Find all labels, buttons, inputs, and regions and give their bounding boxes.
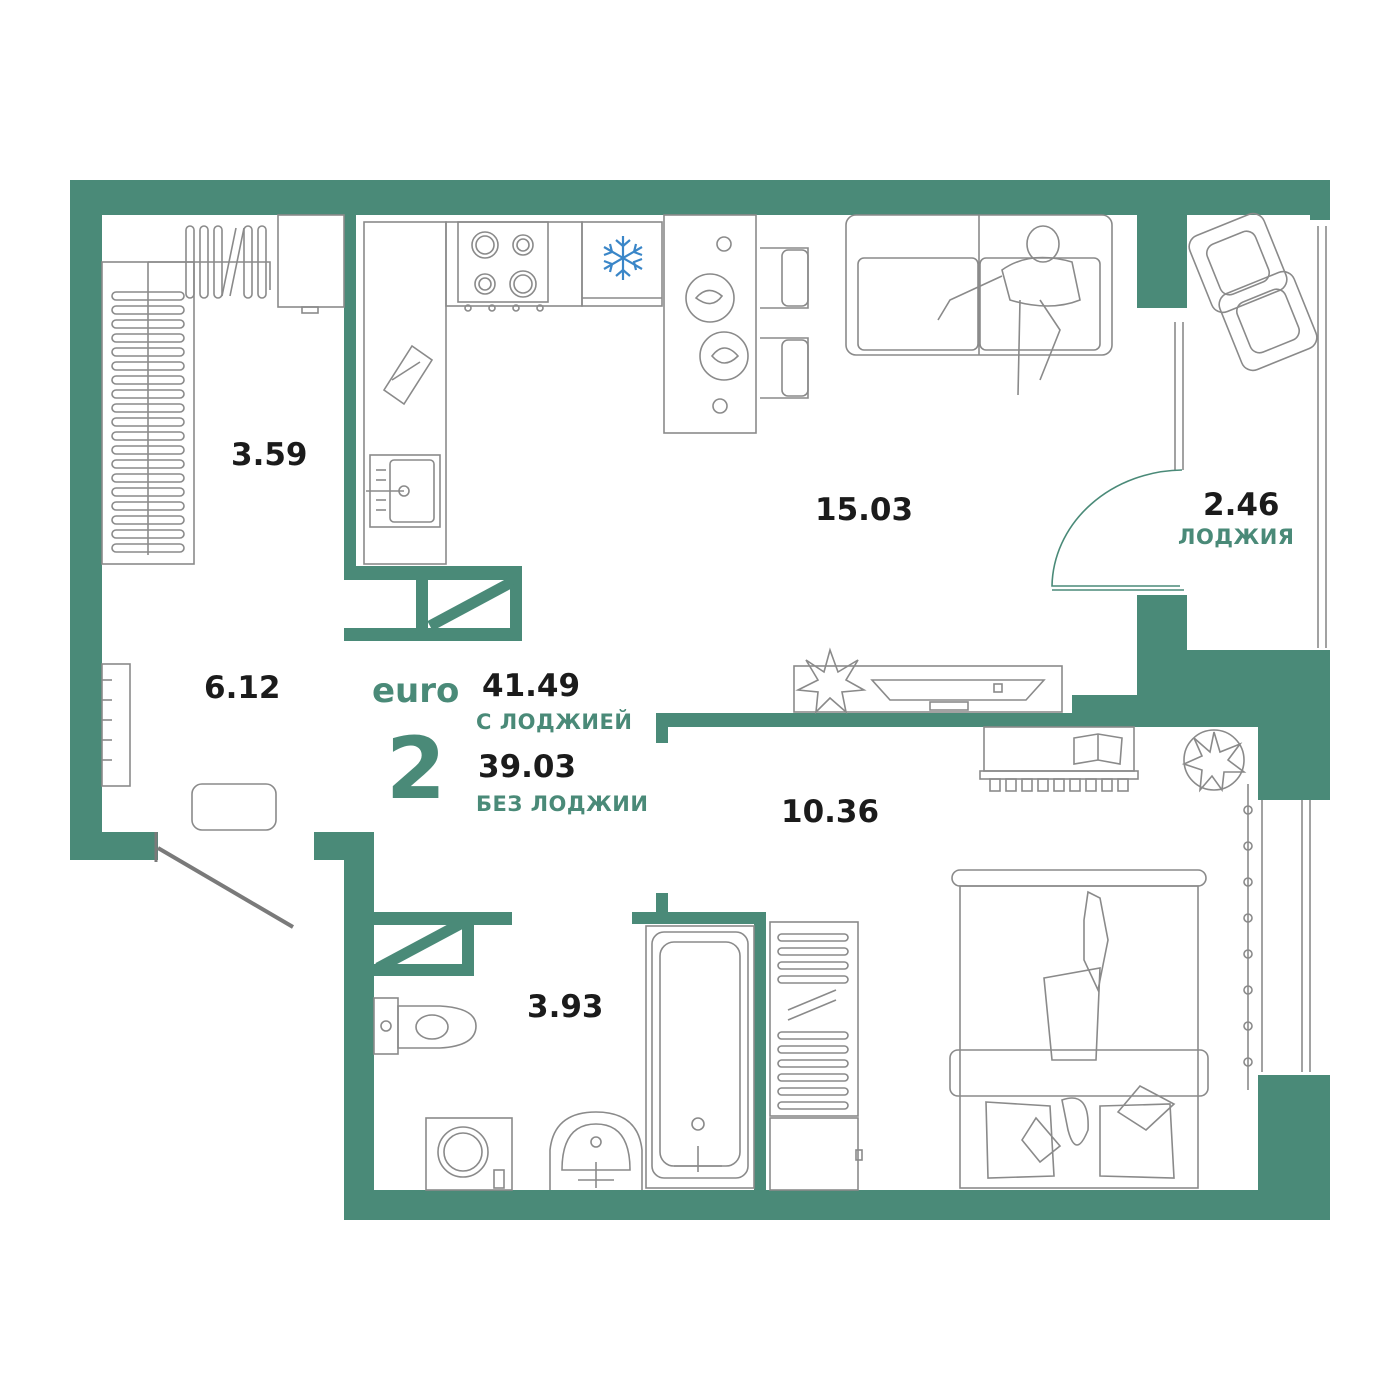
loggia-chairs [1188, 212, 1318, 372]
bathtub-icon [645, 925, 755, 1189]
with-loggia-caption: С ЛОДЖИЕЙ [476, 710, 633, 734]
hallway-rack [101, 663, 131, 787]
sofa-icon [845, 214, 1113, 356]
kitchen-counters [363, 214, 757, 565]
bedroom-area-label: 10.36 [781, 794, 880, 830]
toilet-icon [373, 997, 477, 1055]
window-handles [1243, 805, 1253, 1067]
plan-type-label: euro [372, 671, 460, 711]
hallway-pouf [191, 783, 277, 831]
loggia-caption: ЛОДЖИЯ [1178, 525, 1295, 549]
room-count: 2 [386, 719, 446, 819]
desk [979, 726, 1139, 792]
person-icon [937, 225, 1081, 396]
tv-icon [793, 665, 1063, 713]
stove-icon [457, 221, 549, 312]
plant-icon [795, 647, 1247, 793]
entry-door[interactable] [156, 846, 295, 929]
dining-set [685, 236, 809, 414]
walls [70, 180, 1330, 1220]
area-with-loggia: 41.49 [482, 668, 581, 704]
bathroom-area-label: 3.93 [527, 989, 604, 1025]
storage-shelves [101, 214, 345, 565]
shelf-slots [111, 291, 185, 553]
washbasin-icon [549, 1111, 643, 1190]
bed-icon [949, 869, 1209, 1189]
area-without-loggia: 39.03 [478, 749, 577, 785]
cutting-board-icon [382, 344, 434, 406]
washing-machine-icon [425, 1117, 513, 1191]
book-icon [1073, 733, 1123, 765]
towel-rack [769, 921, 863, 1191]
kitchen-living-area-label: 15.03 [815, 492, 914, 528]
hangers [185, 225, 267, 299]
sink-icon [366, 454, 441, 528]
without-loggia-caption: БЕЗ ЛОДЖИИ [476, 792, 649, 816]
loggia-area-label: 2.46 [1203, 487, 1280, 523]
storage-area-label: 3.59 [231, 437, 308, 473]
loggia-door [1051, 469, 1183, 587]
wall-braces [375, 577, 515, 973]
furniture [101, 212, 1327, 1191]
snowflake-icon [603, 236, 643, 280]
hallway-area-label: 6.12 [204, 670, 281, 706]
